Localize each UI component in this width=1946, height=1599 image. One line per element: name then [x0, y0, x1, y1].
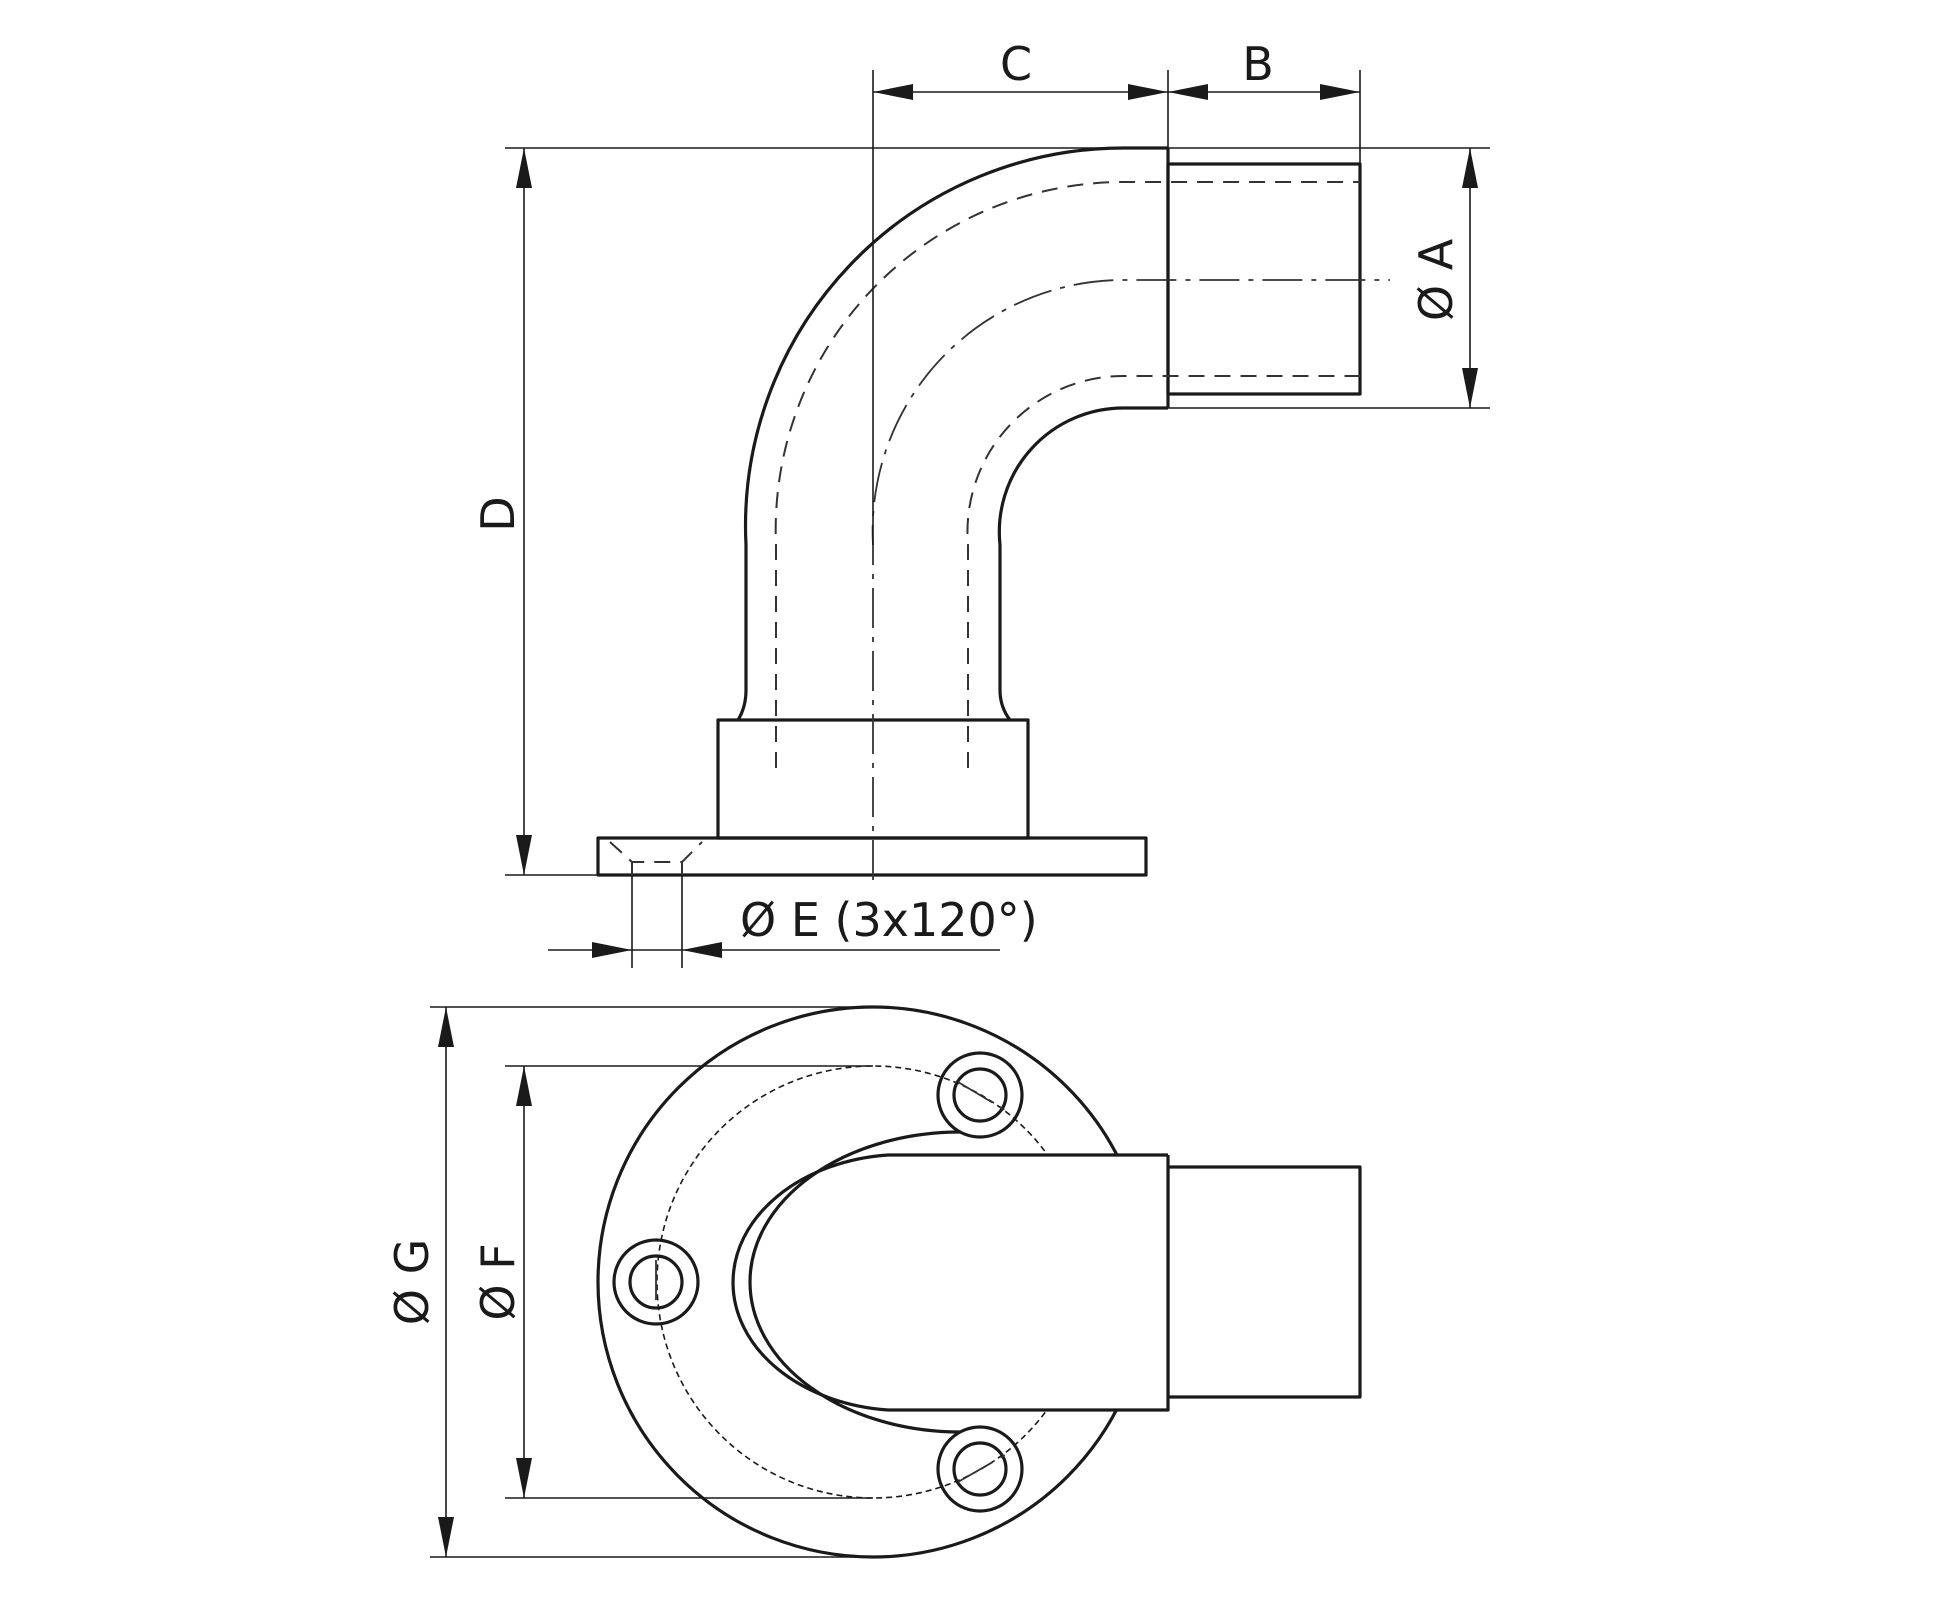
dim-label-g: Ø G: [385, 1239, 439, 1325]
top-pipe-socket: [1166, 1165, 1362, 1399]
dimension-f: Ø F: [471, 1065, 873, 1499]
dim-label-b: B: [1242, 37, 1274, 91]
dimension-e: Ø E (3x120°): [548, 875, 1038, 968]
countersunk-hole: [609, 841, 703, 863]
dimension-c: C: [872, 37, 1169, 545]
dimension-d: D: [471, 147, 1124, 876]
dimension-b: B: [1168, 37, 1361, 164]
bore-hidden-inner: [966, 374, 1360, 768]
top-elbow-inner: [748, 1130, 961, 1434]
dimension-a: Ø A: [1168, 147, 1490, 409]
bore-hidden-outer: [774, 180, 1360, 768]
bolt-hole-left: [612, 1238, 700, 1326]
elbow-outer: [736, 146, 1125, 721]
dim-label-d: D: [471, 496, 525, 531]
base-plate: [596, 836, 1148, 877]
elbow-inner: [997, 406, 1125, 721]
side-view: C B Ø A D: [471, 37, 1490, 968]
dim-label-f: Ø F: [471, 1243, 525, 1320]
bolt-hole-top: [936, 1051, 1024, 1139]
pipe-socket: [1166, 162, 1362, 396]
dim-label-a: Ø A: [1409, 238, 1463, 321]
top-elbow: [731, 1153, 1170, 1412]
top-view: Ø G Ø F: [385, 1005, 1362, 1559]
dim-label-e: Ø E (3x120°): [740, 893, 1038, 947]
centerline: [871, 279, 1390, 880]
bolt-hole-bottom: [936, 1425, 1024, 1513]
dimension-g: Ø G: [385, 1006, 873, 1558]
dim-label-c: C: [1000, 37, 1032, 91]
